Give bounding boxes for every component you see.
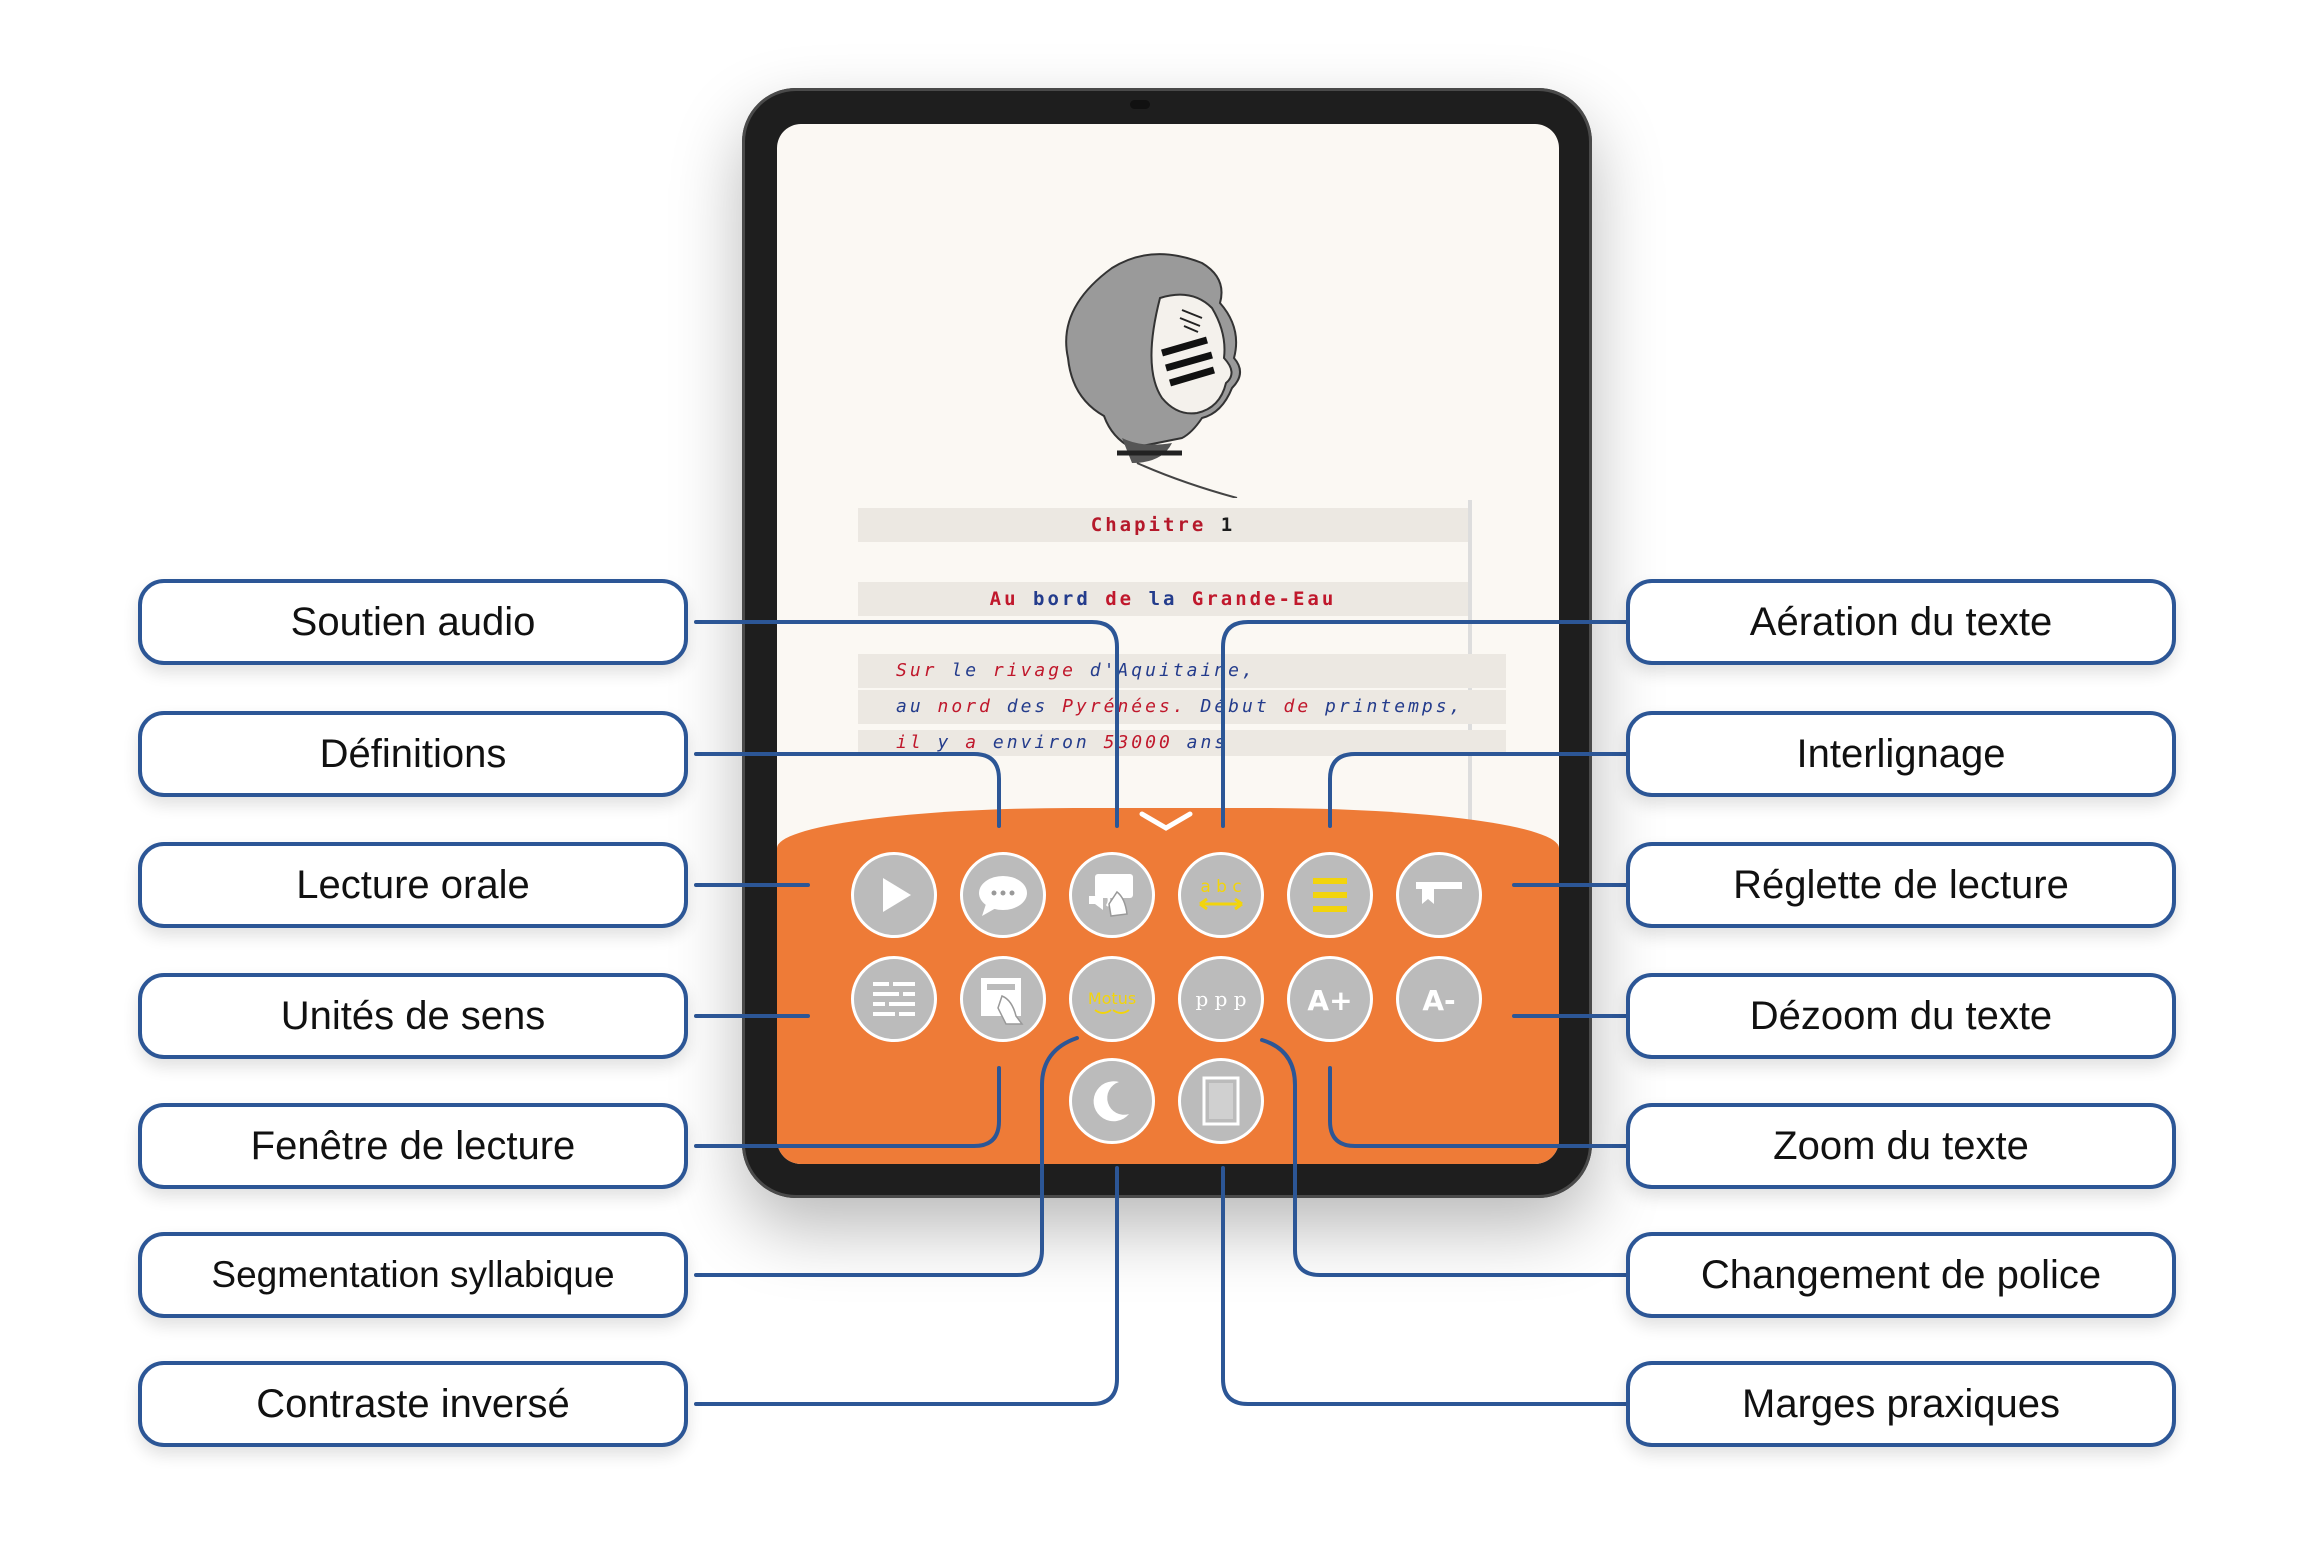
- audio-touch-icon: [1089, 874, 1133, 917]
- label-inverse-contrast: Contraste inversé: [138, 1361, 688, 1447]
- label-zoom-in: Zoom du texte: [1626, 1103, 2176, 1189]
- play-button[interactable]: [851, 852, 937, 938]
- zoom-out-text: A-: [1422, 984, 1455, 1017]
- label-syllable-segmentation: Segmentation syllabique: [138, 1232, 688, 1318]
- boy-portrait-illustration: [1065, 253, 1241, 498]
- chapter-title: Au bord de la Grande-Eau: [858, 582, 1468, 616]
- chapter-heading: Chapitre 1: [858, 508, 1468, 542]
- audio-support-button[interactable]: [1069, 852, 1155, 938]
- label-zoom-out: Dézoom du texte: [1626, 973, 2176, 1059]
- abc-text: a b c: [1200, 877, 1241, 897]
- lines-icon: [1313, 878, 1347, 912]
- text-blocks-icon: [873, 982, 915, 1016]
- moon-icon: [1093, 1081, 1129, 1122]
- font-change-button[interactable]: p p p: [1178, 956, 1264, 1042]
- text-line-3: il y a environ 53000 ans: [858, 730, 1506, 756]
- praxis-margins-button[interactable]: [1178, 1058, 1264, 1144]
- speech-bubble-icon: [979, 876, 1027, 916]
- label-audio-support: Soutien audio: [138, 579, 688, 665]
- margins-icon: [1202, 1076, 1240, 1126]
- meaning-units-button[interactable]: [851, 956, 937, 1042]
- inverse-contrast-button[interactable]: [1069, 1058, 1155, 1144]
- ppp-text: p p p: [1195, 987, 1246, 1011]
- label-font-change: Changement de police: [1626, 1232, 2176, 1318]
- line-spacing-button[interactable]: [1287, 852, 1373, 938]
- label-definitions: Définitions: [138, 711, 688, 797]
- window-touch-icon: [981, 978, 1024, 1025]
- chevron-down-icon[interactable]: [1136, 808, 1196, 834]
- text-spacing-button[interactable]: a b c: [1178, 852, 1264, 938]
- reading-window-button[interactable]: [960, 956, 1046, 1042]
- definitions-button[interactable]: [960, 852, 1046, 938]
- camera-icon: [1130, 100, 1150, 109]
- text-line-1: Sur le rivage d'Aquitaine,: [858, 654, 1506, 688]
- label-oral-reading: Lecture orale: [138, 842, 688, 928]
- reading-ruler-button[interactable]: [1396, 852, 1482, 938]
- zoom-in-text: A+: [1307, 984, 1352, 1017]
- text-line-2: au nord des Pyrénées. Début de printemps…: [858, 690, 1506, 724]
- label-line-spacing: Interlignage: [1626, 711, 2176, 797]
- play-icon: [883, 878, 911, 912]
- ruler-icon: [1416, 882, 1462, 904]
- zoom-in-button[interactable]: A+: [1287, 956, 1373, 1042]
- label-meaning-units: Unités de sens: [138, 973, 688, 1059]
- label-praxis-margins: Marges praxiques: [1626, 1361, 2176, 1447]
- zoom-out-button[interactable]: A-: [1396, 956, 1482, 1042]
- motus-text: Motus: [1088, 989, 1136, 1008]
- syllable-segmentation-button[interactable]: Motus: [1069, 956, 1155, 1042]
- label-reading-ruler: Réglette de lecture: [1626, 842, 2176, 928]
- label-text-spacing: Aération du texte: [1626, 579, 2176, 665]
- label-reading-window: Fenêtre de lecture: [138, 1103, 688, 1189]
